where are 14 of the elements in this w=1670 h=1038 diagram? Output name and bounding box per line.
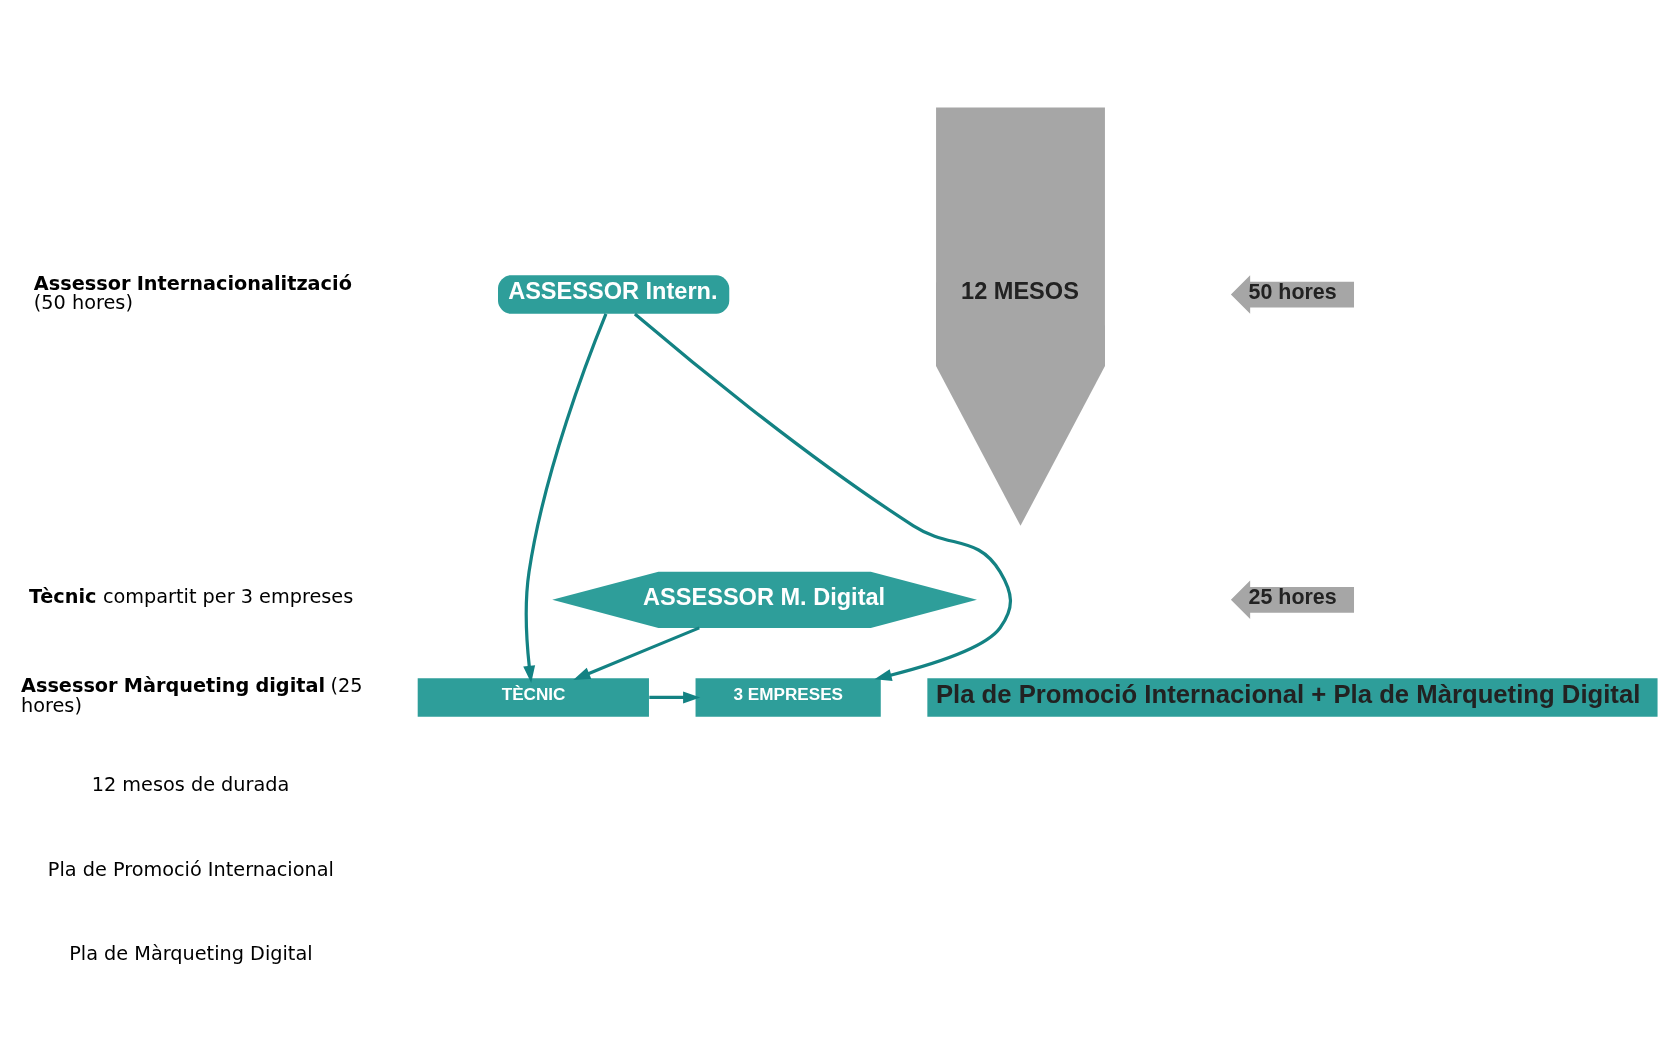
node-box: TÈCNIC <box>417 678 649 717</box>
label: Pla de Màrqueting Digital <box>69 942 313 966</box>
label: 12 mesos de durada <box>91 772 290 796</box>
arrow <box>633 312 1012 681</box>
node-box: Pla de Promoció Internacional + Pla de Màrqueting Digital <box>927 678 1658 717</box>
arrow <box>649 691 701 704</box>
node-box: ASSESSOR Intern. <box>498 275 730 314</box>
arrow <box>573 626 700 680</box>
node-box: 3 EMPRESES <box>695 678 881 717</box>
arrow <box>523 313 608 683</box>
label: Assessor Internacionalització (50 hores) <box>33 271 352 314</box>
label: Pla de Promoció Internacional <box>47 857 334 881</box>
label: Tècnic compartit per 3 empreses <box>29 585 354 609</box>
label: Assessor Màrqueting digital (25 hores) <box>21 674 363 717</box>
